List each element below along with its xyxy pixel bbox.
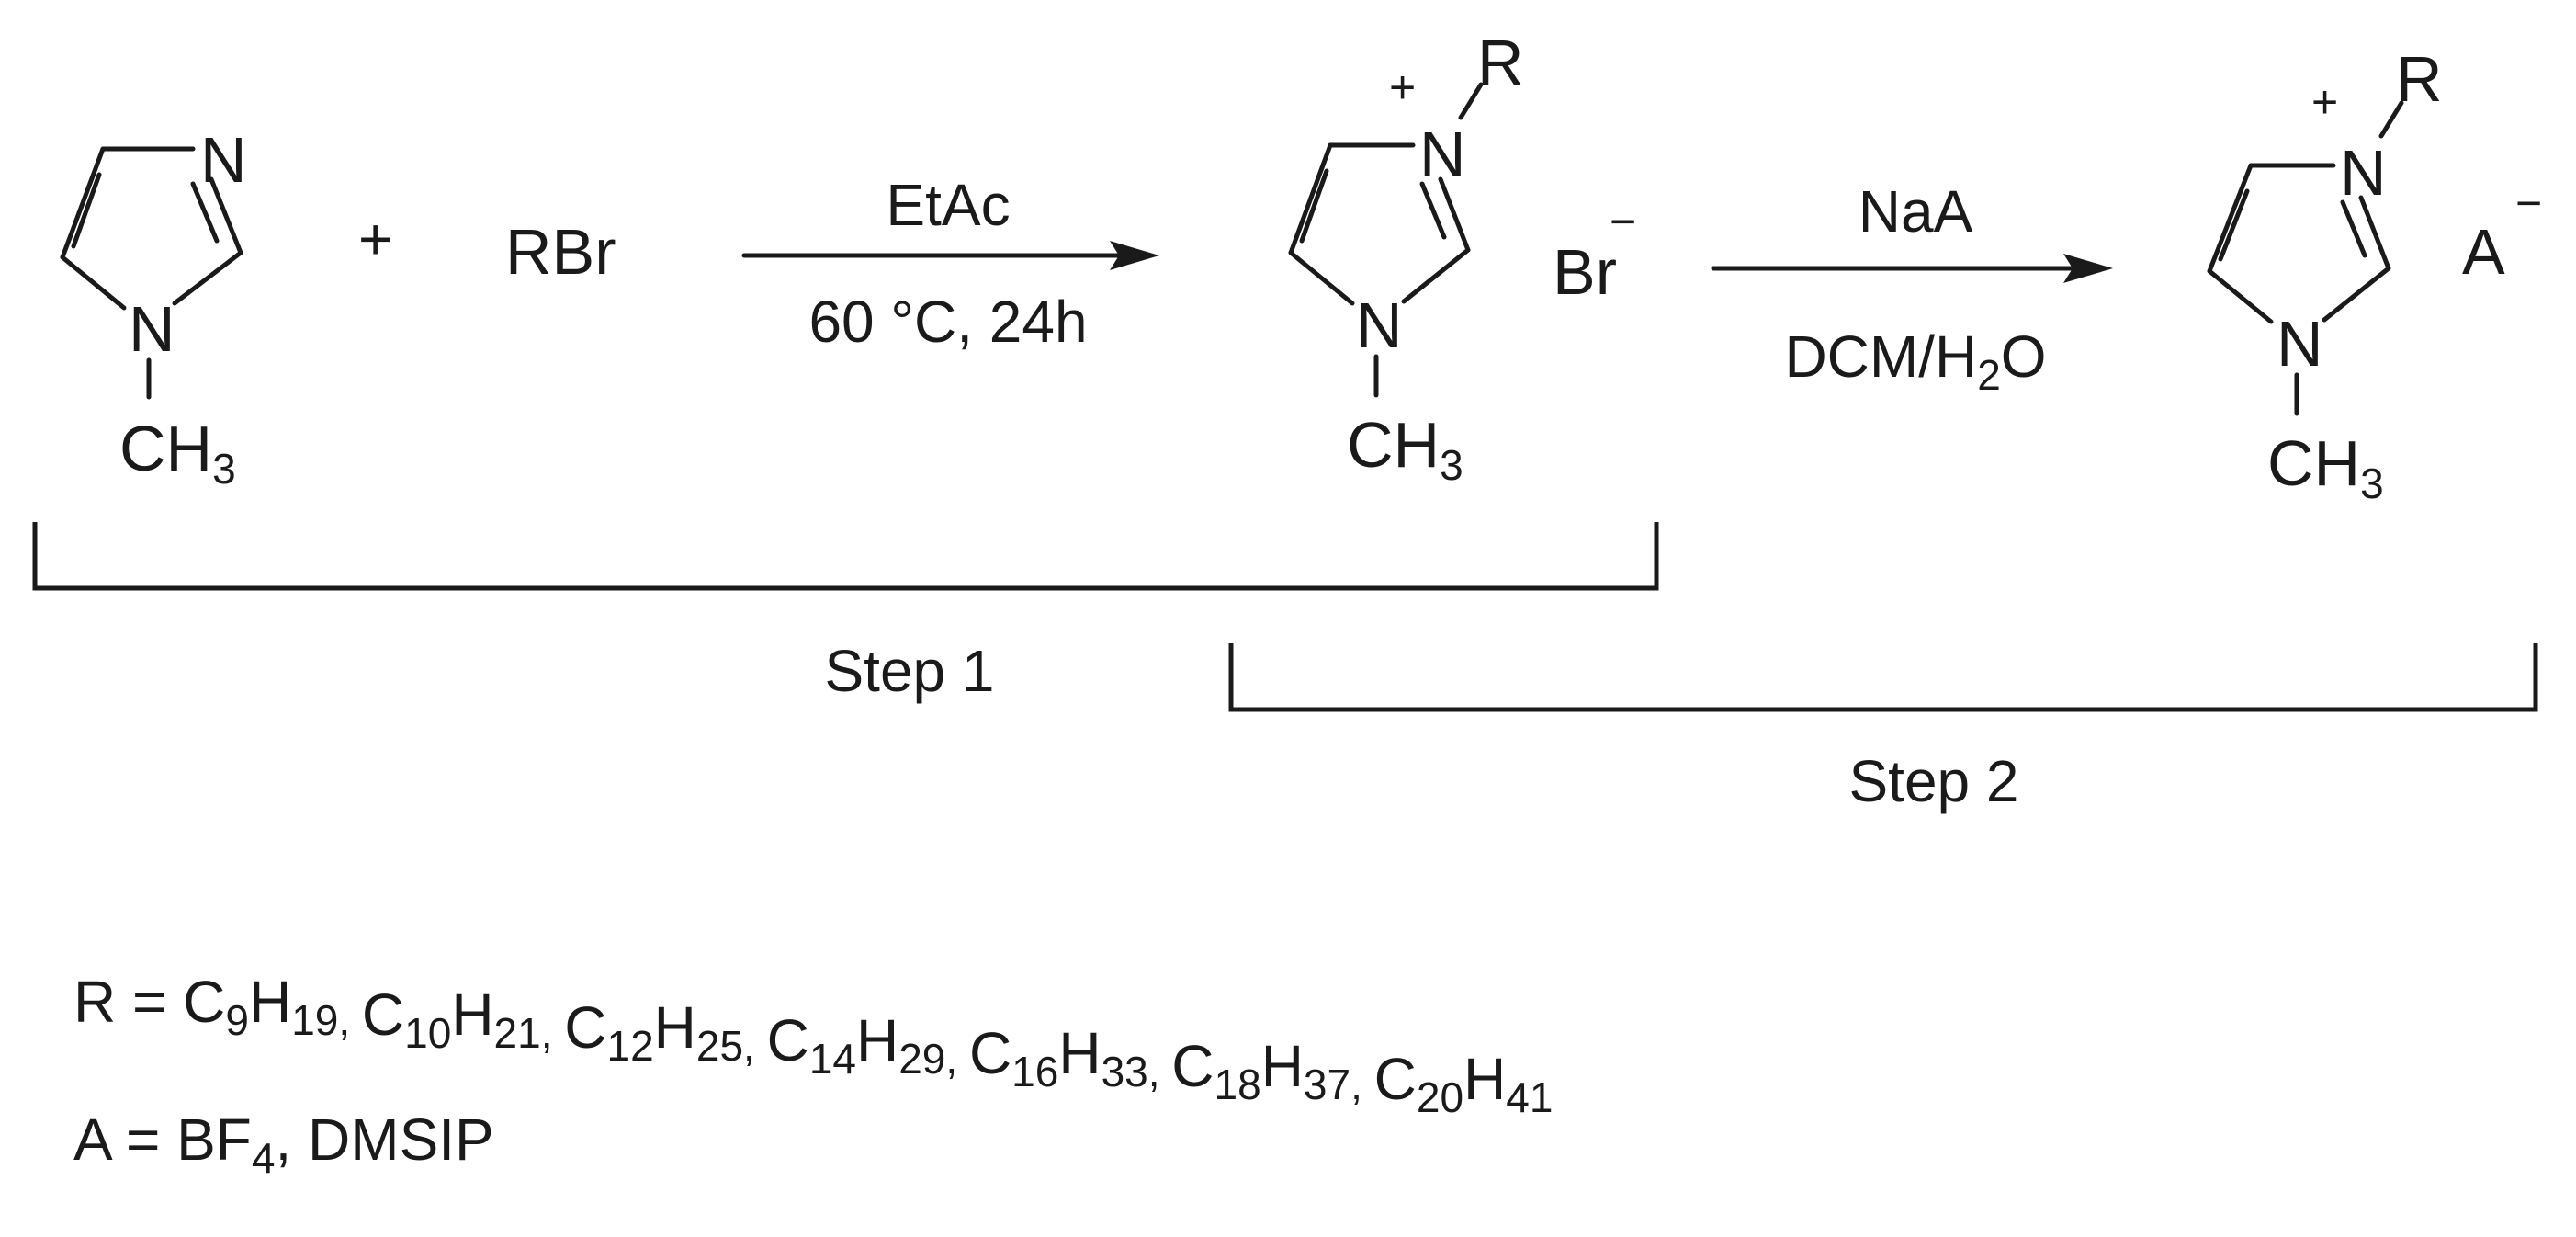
positive-charge: + <box>2311 76 2338 128</box>
arrow-1-head <box>1110 241 1159 270</box>
bond-c2-n1 <box>172 250 243 306</box>
bond-c4-c5-double <box>2218 188 2250 262</box>
r-group-definition: R = C9H19, C10H21, C12H25, C14H29, C16H3… <box>73 969 1553 1121</box>
methyl-label: CH3 <box>1347 409 1463 489</box>
arrow-2-head <box>2063 254 2113 283</box>
r-group-separator: , <box>945 1035 969 1083</box>
atom-n1: N <box>129 293 175 365</box>
methylimidazole: N N CH3 <box>60 124 247 493</box>
r-group-hydrogen-count: 25 <box>696 1022 743 1070</box>
r-group-carbon-count: 10 <box>404 1009 451 1057</box>
r-group-carbon: C <box>1171 1033 1214 1099</box>
r-group-label: R <box>1477 27 1524 98</box>
arrow-2-solvent: DCM/H2O <box>1784 323 2046 399</box>
arrow-1-solvent: EtAc <box>886 172 1010 238</box>
r-group-separator: , <box>541 1009 565 1057</box>
atom-n3: N <box>1419 119 1466 190</box>
bond-c4-c5 <box>60 146 106 260</box>
bond-n3-c2-double <box>190 181 220 244</box>
step-1-label: Step 1 <box>824 638 994 704</box>
r-group-separator: , <box>338 996 362 1044</box>
r-group-hydrogen: H <box>249 969 291 1035</box>
r-group-hydrogen-count: 21 <box>494 1009 541 1057</box>
r-group-hydrogen: H <box>856 1007 898 1073</box>
r-group-carbon-count: 18 <box>1215 1061 1261 1108</box>
reaction-arrow-2: NaA DCM/H2O <box>1711 178 2113 399</box>
r-group-hydrogen: H <box>1463 1046 1506 1112</box>
bond-n3-r <box>2378 100 2404 139</box>
r-group-carbon-count: 16 <box>1011 1048 1058 1095</box>
bond-n3-c2-double <box>2340 199 2367 258</box>
reaction-arrow-1: EtAc 60 °C, 24h <box>741 172 1159 355</box>
plus-sign: + <box>358 206 392 272</box>
r-group-hydrogen: H <box>1261 1033 1304 1099</box>
bond-n3-c2 <box>1438 176 1471 253</box>
r-group-separator: , <box>743 1022 767 1070</box>
atom-n1: N <box>2277 308 2323 380</box>
arrow-1-conditions: 60 °C, 24h <box>808 289 1087 355</box>
r-group-hydrogen: H <box>451 982 493 1048</box>
r-group-hydrogen-count: 41 <box>1506 1073 1553 1121</box>
r-group-hydrogen: H <box>1058 1020 1101 1086</box>
imidazolium-bromide: N + R N CH3 Br − <box>1288 27 1636 489</box>
r-group-hydrogen-count: 37 <box>1304 1061 1350 1108</box>
r-group-carbon: C <box>564 994 606 1061</box>
r-group-carbon: C <box>183 969 225 1035</box>
bond-c5-n1 <box>1288 250 1355 306</box>
r-group-separator: , <box>1350 1061 1374 1108</box>
bond-c5-n1 <box>60 255 127 311</box>
anion-negative-charge: − <box>2515 177 2542 229</box>
bond-c5-n1 <box>2207 268 2274 324</box>
r-group-carbon: C <box>969 1020 1011 1086</box>
r-group-label: R <box>2396 43 2443 115</box>
bond-n3-c2 <box>209 176 243 255</box>
bond-c4-c5 <box>1288 142 1333 255</box>
positive-charge: + <box>1389 62 1416 113</box>
bond-c4-c5 <box>2207 163 2254 274</box>
methyl-label: CH3 <box>119 413 236 493</box>
bond-c2-n1 <box>2322 266 2391 323</box>
bond-c4-c5-double <box>1299 168 1329 244</box>
r-group-hydrogen-count: 29 <box>898 1035 945 1083</box>
r-group-carbon-count: 14 <box>809 1035 856 1083</box>
r-group-hydrogen-count: 19 <box>291 996 338 1044</box>
step-2-bracket <box>1228 643 2538 712</box>
r-group-hydrogen-count: 33 <box>1102 1048 1148 1095</box>
reagent-rbr: RBr <box>505 216 616 288</box>
r-group-carbon-count: 12 <box>606 1022 653 1070</box>
arrow-2-reagent: NaA <box>1859 178 1973 244</box>
atom-n1: N <box>1356 289 1403 361</box>
r-group-carbon: C <box>767 1007 809 1073</box>
bromide-negative-charge: − <box>1610 196 1636 247</box>
bond-n3-c2-double <box>1419 181 1447 240</box>
r-group-carbon: C <box>362 982 404 1048</box>
step-1-bracket <box>32 522 1659 591</box>
bond-n3-r <box>1458 82 1484 120</box>
methyl-label: CH3 <box>2267 427 2384 507</box>
bond-c4-c5-double <box>71 172 102 249</box>
atom-n3: N <box>200 124 247 196</box>
step-2-label: Step 2 <box>1848 748 2018 814</box>
anion-counterion: A <box>2462 216 2505 288</box>
anion-definition: A = BF4, DMSIP <box>73 1106 494 1182</box>
bromide-counterion: Br <box>1553 236 1617 308</box>
imidazolium-final: N + R N CH3 A − <box>2207 43 2542 507</box>
r-group-carbon-count: 9 <box>225 996 249 1044</box>
bond-n3-c2 <box>2358 195 2391 271</box>
r-group-carbon-count: 20 <box>1417 1073 1463 1121</box>
r-group-separator: , <box>1148 1048 1172 1095</box>
r-group-carbon: C <box>1374 1046 1417 1112</box>
atom-n3: N <box>2340 137 2387 209</box>
r-group-hydrogen: H <box>654 994 696 1061</box>
bond-c2-n1 <box>1401 247 1471 304</box>
